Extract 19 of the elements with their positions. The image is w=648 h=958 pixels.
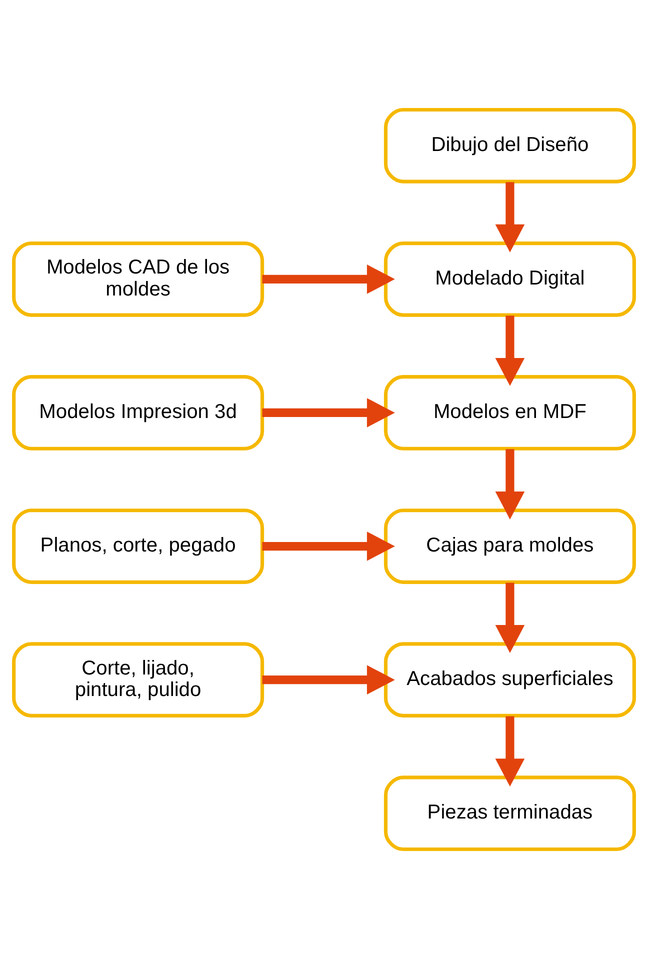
arrow (262, 531, 395, 560)
arrow (495, 716, 525, 786)
node-box: Modelos CAD de los moldes (12, 241, 264, 316)
node-box: Acabados superficiales (384, 642, 636, 717)
node-box: Piezas terminadas (384, 775, 636, 851)
arrow (495, 315, 525, 386)
arrow (495, 182, 525, 252)
arrow (262, 264, 395, 294)
node-box: Modelos Impresion 3d (12, 374, 264, 450)
arrow (262, 398, 395, 427)
node-box: Dibujo del Diseño (384, 107, 636, 183)
node-box: Cajas para moldes (384, 508, 636, 584)
node-box: Modelado Digital (384, 241, 636, 316)
node-box: Planos, corte, pegado (12, 508, 264, 584)
node-box: Corte, lijado, pintura, pulido (12, 642, 264, 717)
arrow (495, 448, 525, 519)
node-box: Modelos en MDF (384, 374, 636, 450)
arrow (495, 582, 525, 652)
arrow (262, 664, 395, 694)
